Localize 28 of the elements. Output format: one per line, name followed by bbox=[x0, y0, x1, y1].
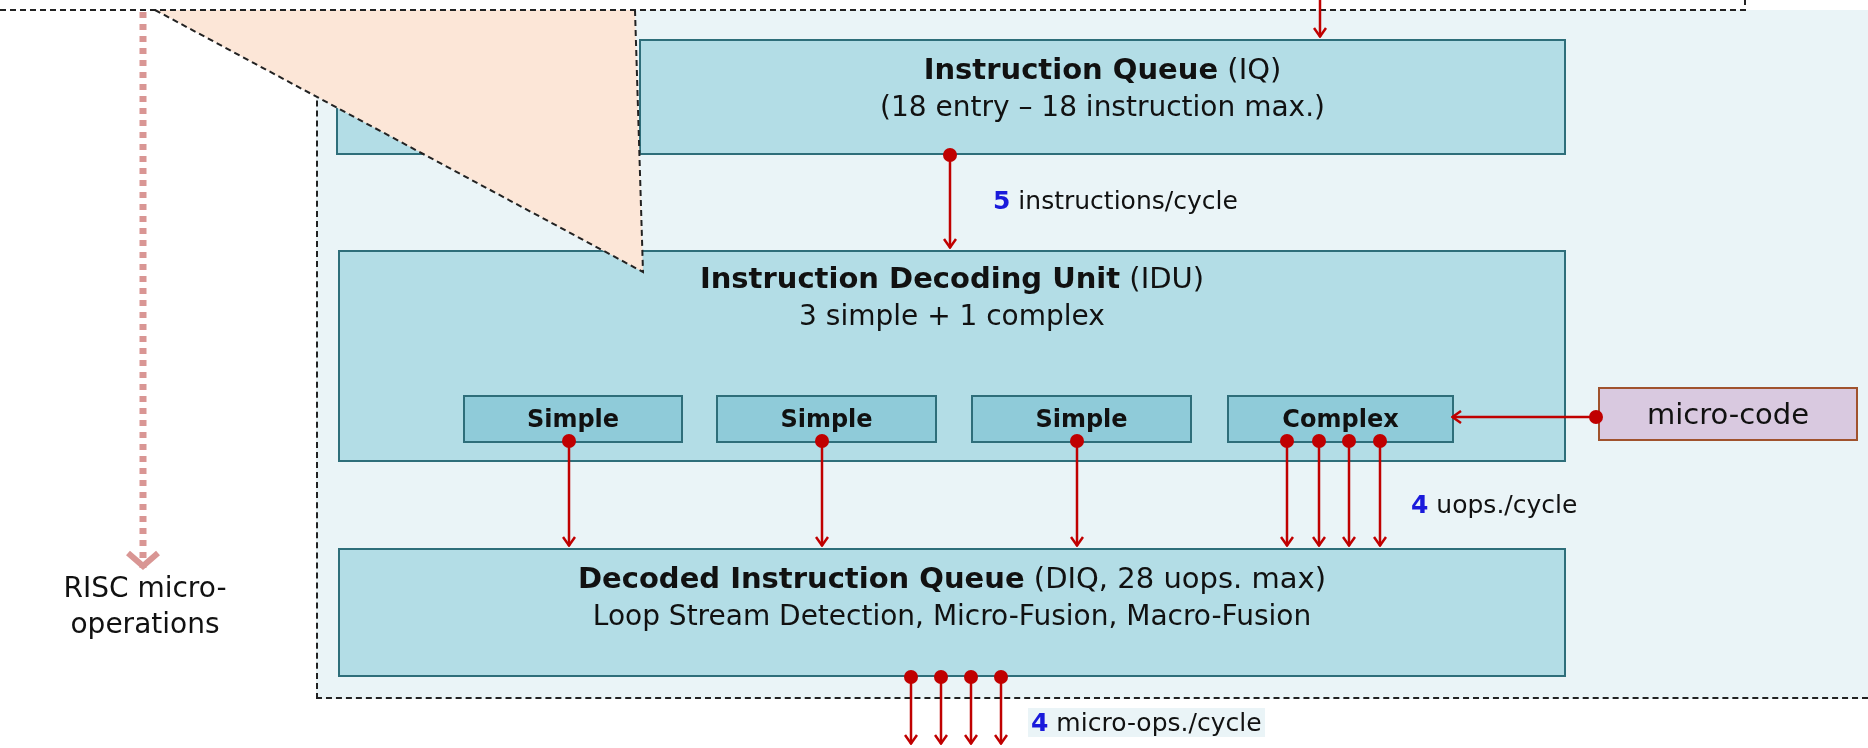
arrow bbox=[1311, 434, 1327, 547]
arrow bbox=[1451, 409, 1603, 425]
output-text: RISC micro-operations bbox=[45, 570, 245, 740]
arrow bbox=[814, 434, 830, 547]
box-title: Decoded Instruction Queue (DIQ, 28 uops. max) bbox=[578, 560, 1326, 597]
box-text: Loop Stream Detection, Micro-Fusion, Macro-Fusion bbox=[592, 597, 1312, 634]
arrow bbox=[1279, 434, 1295, 547]
box-title: Instruction Decoding Unit (IDU) bbox=[699, 260, 1205, 297]
arrow bbox=[1069, 434, 1085, 547]
decoder-box: Complex bbox=[1227, 395, 1454, 443]
arrow bbox=[993, 670, 1009, 745]
arrow bbox=[963, 670, 979, 745]
box-title: Instruction Queue (IQ) bbox=[923, 51, 1282, 88]
box-text: 3 simple + 1 complex bbox=[799, 297, 1105, 334]
decoder-box: Simple bbox=[716, 395, 937, 443]
arrow bbox=[942, 148, 958, 249]
arrow bbox=[903, 670, 919, 745]
edge-label: 4 micro-ops./cycle bbox=[1028, 708, 1265, 737]
box-text: (18 entry – 18 instruction max.) bbox=[880, 88, 1325, 125]
decoder-box: Simple bbox=[463, 395, 683, 443]
arrow bbox=[1341, 434, 1357, 547]
arrow bbox=[1372, 434, 1388, 547]
arrow bbox=[561, 434, 577, 547]
decoder-box: Simple bbox=[971, 395, 1192, 443]
micro-code-box: micro-code bbox=[1598, 387, 1858, 441]
arrow bbox=[1312, 0, 1328, 38]
arrow bbox=[933, 670, 949, 745]
dashed-panel bbox=[316, 10, 1868, 699]
